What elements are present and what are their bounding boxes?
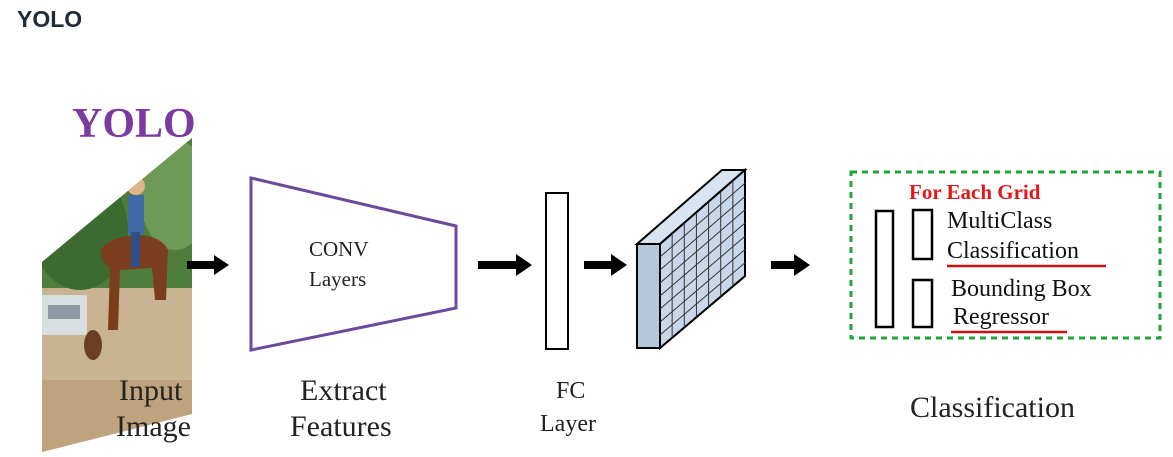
grid-output-box	[849, 170, 1162, 340]
multiclass-label: MultiClass	[947, 208, 1052, 234]
extract-features-label-line2: Features	[290, 410, 392, 443]
tensor-grid-line	[659, 262, 746, 336]
fc-label-line2: Layer	[540, 411, 596, 437]
classification-label: Classification	[910, 391, 1075, 424]
regressor-label: Regressor	[953, 304, 1049, 330]
arrow-4	[771, 254, 810, 276]
input-label-line2: Image	[116, 410, 191, 443]
for-each-grid-title: For Each Grid	[909, 180, 1041, 204]
arrow-3	[584, 254, 627, 276]
tensor-grid-line	[659, 235, 746, 310]
tensor-grid-line	[659, 249, 746, 323]
tensor-grid-line	[659, 196, 746, 271]
tensor-grid-line	[659, 222, 746, 297]
extract-features-label: Extract	[300, 374, 387, 407]
conv-layers-block	[249, 176, 458, 352]
output-tensor	[634, 167, 748, 351]
arrow-2	[478, 254, 532, 276]
class-probabilities-block	[911, 208, 934, 261]
fc-layer-block	[545, 192, 569, 350]
tensor-grid-line	[659, 209, 746, 284]
arrow-1	[187, 255, 229, 275]
fc-label: FC	[556, 378, 585, 404]
bounding-box-label: Bounding Box	[951, 276, 1092, 302]
page-title: YOLO	[17, 6, 83, 32]
conv-label-line2: Layers	[309, 267, 366, 291]
tensor-grid-line	[659, 182, 746, 258]
grid-output-vector	[874, 209, 895, 329]
classification-sub-label: Classification	[947, 238, 1079, 264]
conv-label: CONV	[309, 237, 369, 261]
bbox-coordinates-block	[911, 278, 934, 329]
yolo-logo-text: YOLO	[72, 101, 196, 147]
input-label: Input	[119, 374, 183, 407]
